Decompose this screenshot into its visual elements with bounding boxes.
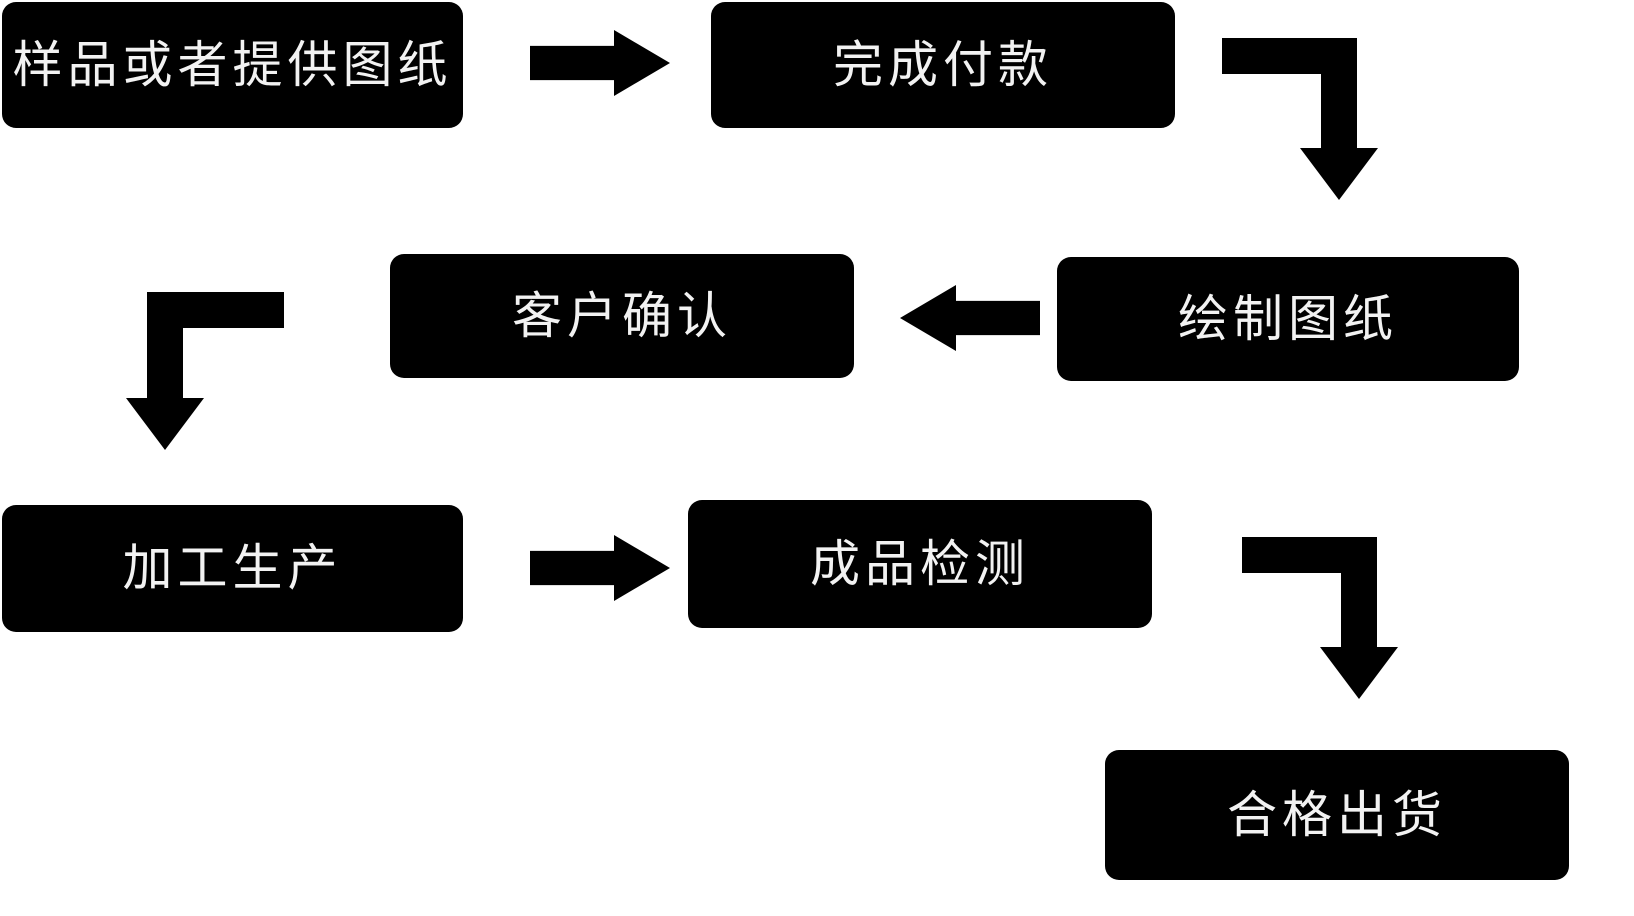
flow-node-sample-drawing[interactable]: 样品或者提供图纸 (2, 2, 463, 128)
flow-node-label: 成品检测 (810, 534, 1030, 593)
flow-node-customer-confirm[interactable]: 客户确认 (390, 254, 854, 378)
flow-arrow-confirm-to-production (116, 292, 284, 450)
flow-arrow-inspection-to-shipment (1242, 537, 1408, 699)
flow-node-label: 加工生产 (122, 539, 343, 597)
flow-node-label: 绘制图纸 (1178, 289, 1398, 348)
flow-node-label: 合格出货 (1227, 785, 1447, 844)
flow-arrow-payment-to-blueprint (1222, 38, 1388, 200)
flow-node-complete-payment[interactable]: 完成付款 (711, 2, 1175, 128)
flow-arrow-sample-to-payment (530, 30, 670, 96)
flow-node-final-inspection[interactable]: 成品检测 (688, 500, 1152, 628)
flow-node-draw-blueprint[interactable]: 绘制图纸 (1057, 257, 1519, 381)
flow-arrow-production-to-inspection (530, 535, 670, 601)
flow-node-qualified-shipment[interactable]: 合格出货 (1105, 750, 1569, 880)
flow-arrow-blueprint-to-confirm (900, 285, 1040, 351)
flow-node-label: 完成付款 (833, 35, 1053, 94)
flow-node-production[interactable]: 加工生产 (2, 505, 463, 632)
flow-node-label: 客户确认 (512, 286, 732, 345)
flow-node-label: 样品或者提供图纸 (12, 35, 453, 94)
